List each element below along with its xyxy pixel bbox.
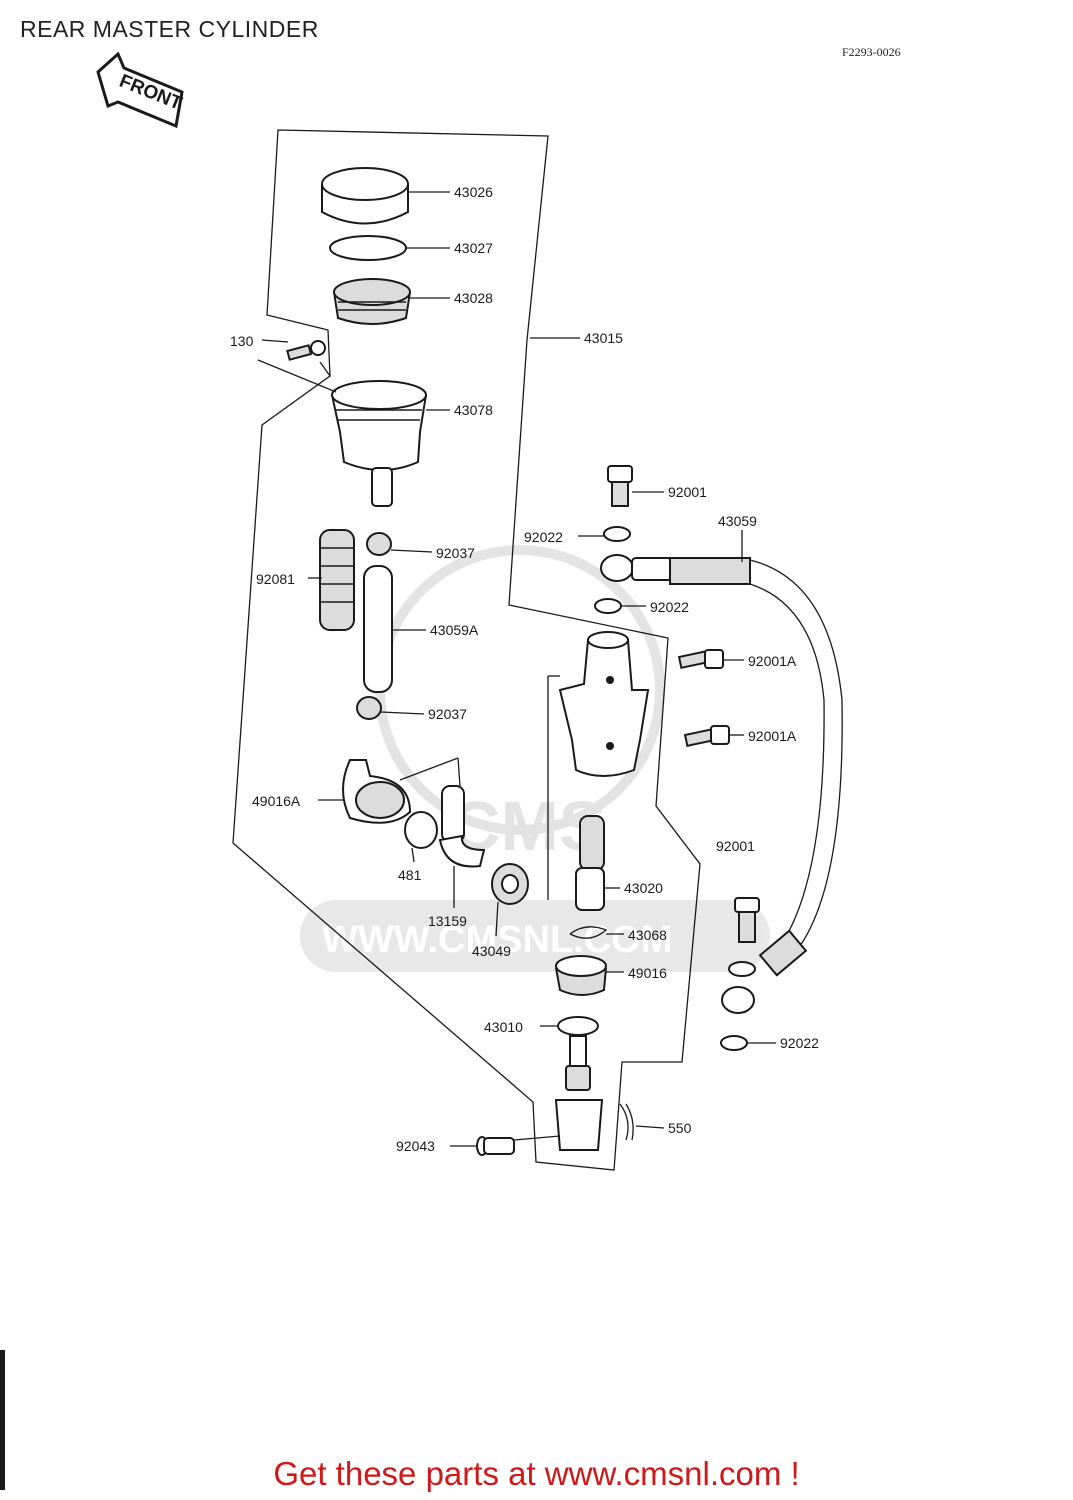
left-edge-bar (0, 1350, 5, 1490)
washer-icon (603, 526, 631, 542)
spring-icon (319, 529, 355, 631)
part-label-43028[interactable]: 43028 (454, 290, 493, 306)
part-label-481[interactable]: 481 (398, 867, 422, 883)
part-label-92001A[interactable]: 92001A (748, 653, 797, 669)
part-label-92001[interactable]: 92001 (716, 838, 755, 854)
figure-code: F2293-0026 (842, 45, 901, 59)
diaphragm-plate-icon (329, 235, 407, 261)
part-label-92022[interactable]: 92022 (650, 599, 689, 615)
part-label-92001A[interactable]: 92001A (748, 728, 797, 744)
part-label-92022[interactable]: 92022 (524, 529, 563, 545)
part-label-43026[interactable]: 43026 (454, 184, 493, 200)
part-label-43059A[interactable]: 43059A (430, 622, 479, 638)
footer-cta-link[interactable]: Get these parts at www.cmsnl.com ! (273, 1455, 800, 1492)
reservoir-cap-icon (321, 167, 409, 225)
elbow-fitting-icon (342, 759, 412, 824)
part-label-43078[interactable]: 43078 (454, 402, 493, 418)
cotter-pin-icon (619, 1103, 634, 1141)
part-label-92001[interactable]: 92001 (668, 484, 707, 500)
circlip-icon (569, 926, 608, 939)
part-label-43015[interactable]: 43015 (584, 330, 623, 346)
dust-boot-icon (555, 955, 607, 996)
washer-icon (720, 1035, 748, 1051)
part-label-43059[interactable]: 43059 (718, 513, 757, 529)
banjo-bolt-icon (607, 465, 633, 507)
push-rod-icon (554, 1016, 604, 1151)
part-label-13159[interactable]: 13159 (428, 913, 467, 929)
diagram-title: REAR MASTER CYLINDER (20, 16, 319, 42)
banjo-fitting-icon (721, 986, 755, 1014)
hose-clamp-icon (366, 532, 392, 556)
part-label-43010[interactable]: 43010 (484, 1019, 523, 1035)
part-label-92022[interactable]: 92022 (780, 1035, 819, 1051)
banjo-bolt-icon (734, 897, 760, 943)
part-label-92037[interactable]: 92037 (436, 545, 475, 561)
part-label-92037[interactable]: 92037 (428, 706, 467, 722)
piston-assembly-icon (575, 815, 605, 911)
washer-icon (594, 598, 622, 614)
brake-hose-icon (600, 554, 843, 977)
watermark-banner (300, 900, 770, 972)
master-cylinder-body-icon (558, 631, 650, 777)
diaphragm-icon (333, 278, 411, 325)
washer-icon (728, 961, 756, 977)
part-label-43049[interactable]: 43049 (472, 943, 511, 959)
part-label-49016A[interactable]: 49016A (252, 793, 301, 809)
reservoir-hose-icon (363, 565, 393, 693)
part-labels: 43026 43027 43028 43015 130 43078 92001 … (230, 184, 819, 1154)
hose-connector-icon (438, 785, 486, 868)
part-label-49016[interactable]: 49016 (628, 965, 667, 981)
part-label-550[interactable]: 550 (668, 1120, 692, 1136)
seal-icon (491, 863, 529, 905)
part-label-43068[interactable]: 43068 (628, 927, 667, 943)
screw-icon (286, 340, 326, 361)
part-label-92081[interactable]: 92081 (256, 571, 295, 587)
part-label-130[interactable]: 130 (230, 333, 254, 349)
front-arrow-icon: FRONT (96, 51, 185, 129)
clevis-pin-icon (476, 1136, 515, 1156)
mounting-bolt-icon (677, 649, 724, 669)
part-label-43027[interactable]: 43027 (454, 240, 493, 256)
assembly-outline (232, 129, 701, 1171)
hose-clamp-icon (356, 696, 382, 720)
part-label-92043[interactable]: 92043 (396, 1138, 435, 1154)
part-label-43020[interactable]: 43020 (624, 880, 663, 896)
mounting-bolt-icon (683, 725, 730, 747)
reservoir-icon (331, 380, 427, 507)
leader-lines (257, 191, 776, 1147)
circlip-icon (404, 811, 438, 849)
